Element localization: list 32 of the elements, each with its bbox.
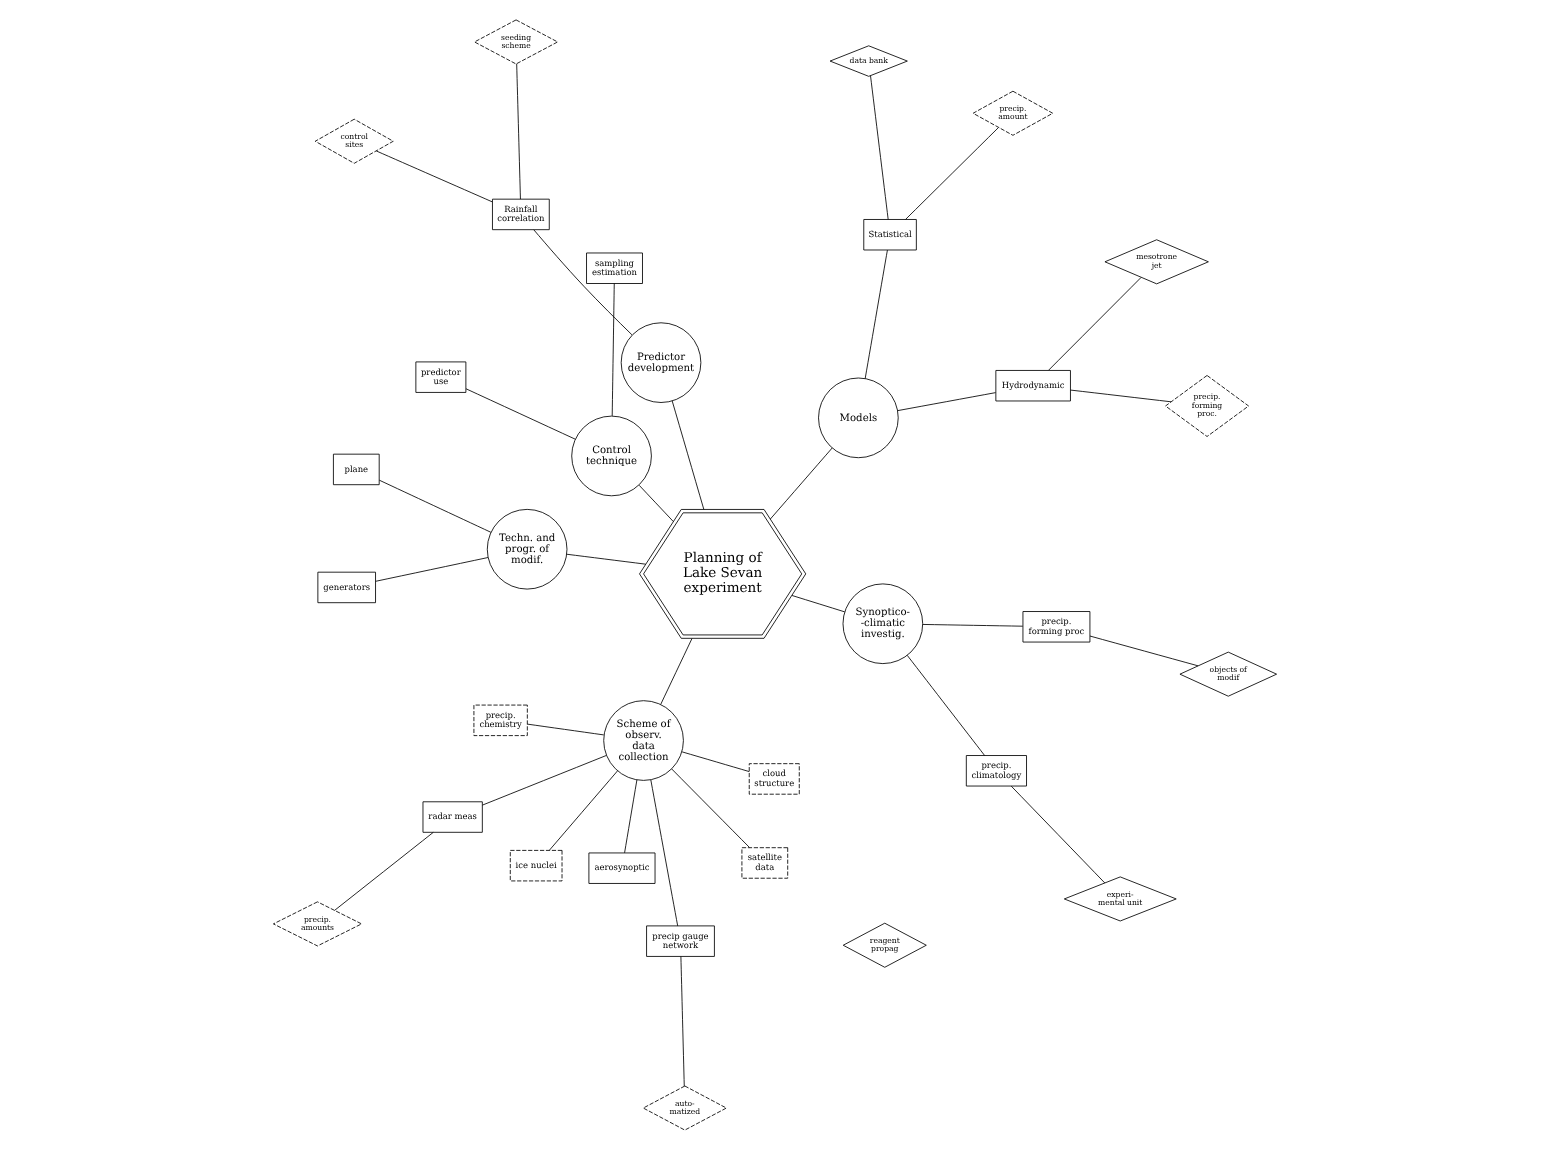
connector (906, 654, 986, 756)
connector (624, 779, 638, 854)
connector (650, 779, 679, 927)
connector (378, 479, 492, 533)
connector (526, 723, 605, 736)
connector (334, 831, 434, 911)
connector (638, 484, 674, 522)
connector (922, 624, 1024, 627)
connector (897, 392, 996, 412)
connector (533, 229, 633, 336)
connector (681, 751, 750, 772)
connector (465, 388, 576, 440)
connector (769, 447, 833, 520)
connector (905, 127, 999, 220)
connector (481, 754, 607, 806)
connector (791, 595, 846, 613)
connector (671, 768, 750, 848)
connector (671, 400, 705, 510)
connector (1048, 277, 1142, 371)
connector (680, 956, 685, 1087)
connector (1070, 389, 1172, 403)
connector (1089, 635, 1199, 667)
connector (660, 638, 693, 705)
connector (549, 770, 618, 851)
connector (1010, 785, 1106, 884)
connector (870, 75, 889, 220)
connector (375, 150, 493, 203)
connector (864, 249, 888, 379)
connector (516, 63, 521, 200)
connector (375, 557, 489, 582)
connector (566, 553, 647, 565)
connector (611, 283, 615, 417)
